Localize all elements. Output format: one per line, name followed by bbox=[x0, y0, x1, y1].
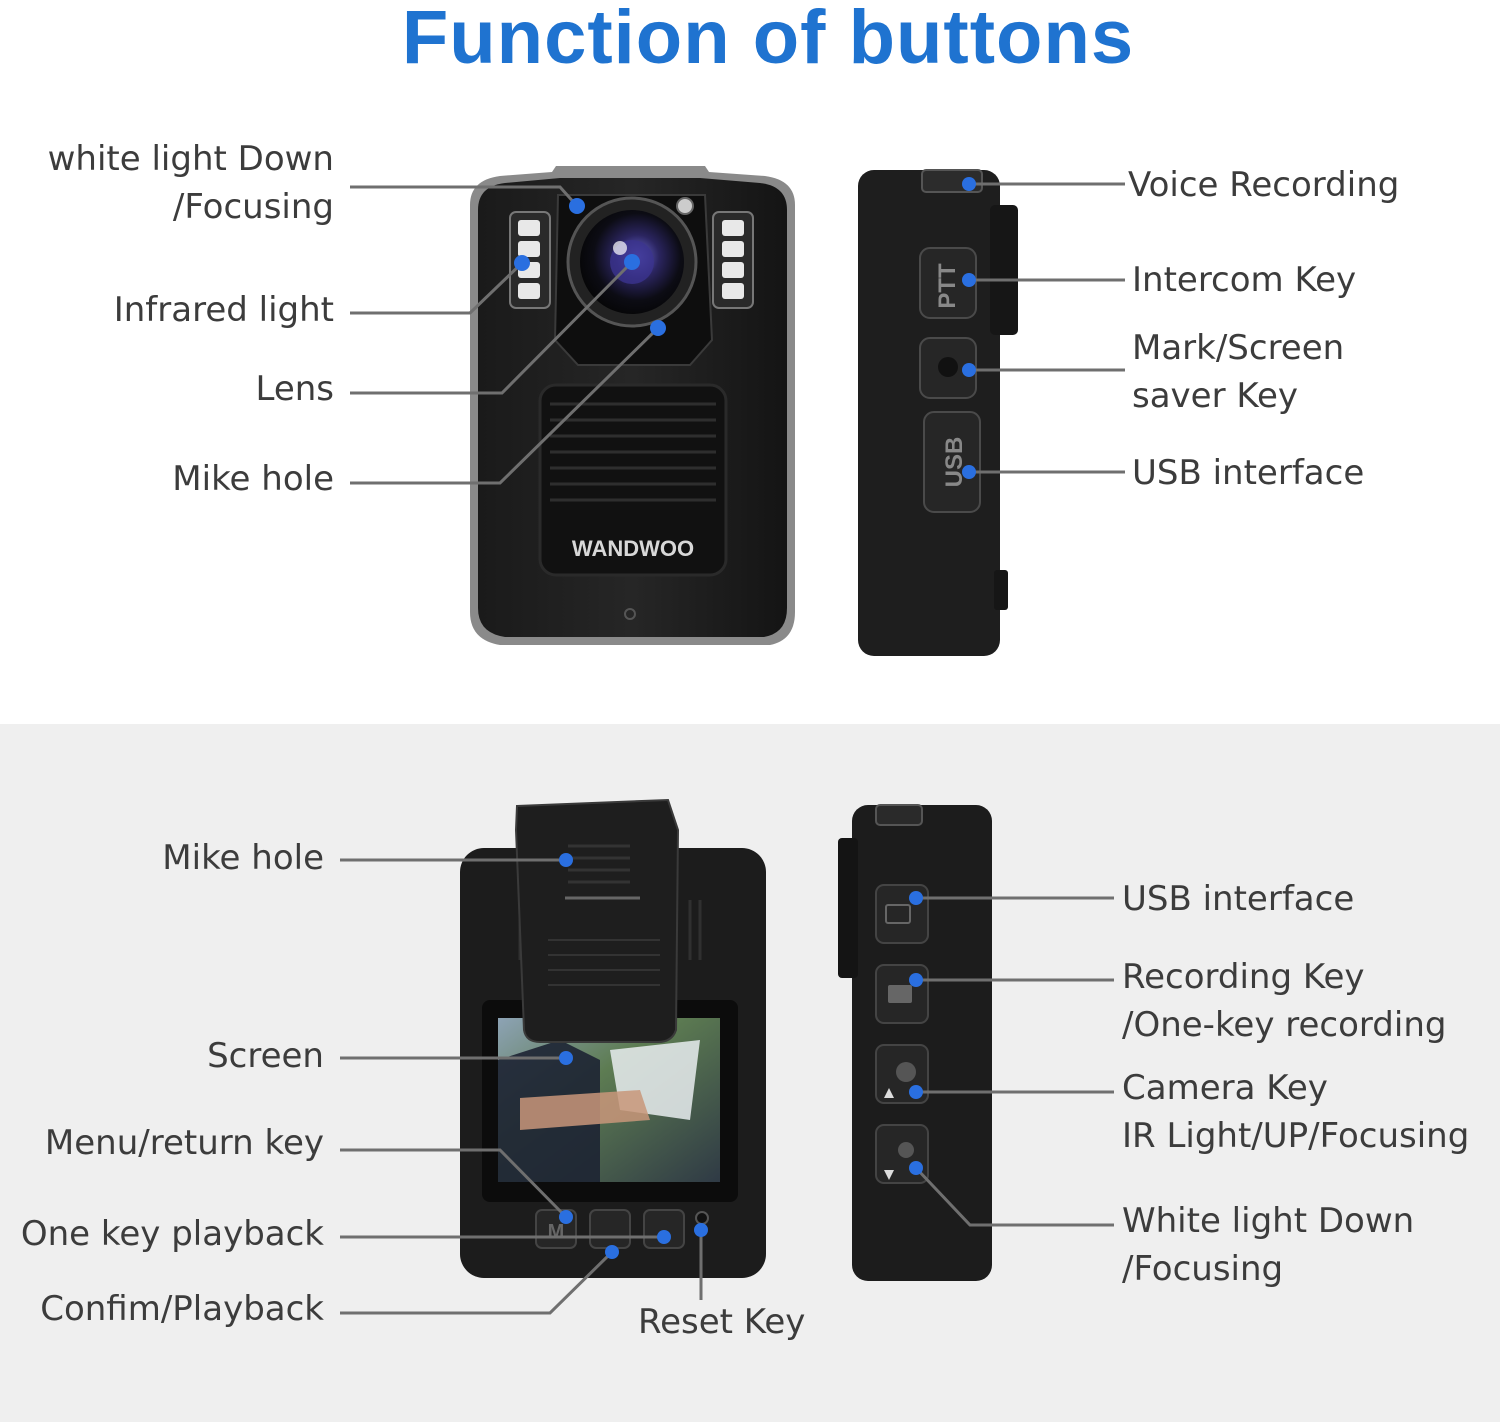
brand-logo: WANDWOO bbox=[572, 536, 694, 561]
label-menu-return-key: Menu/return key bbox=[44, 1123, 324, 1163]
page-title: Function of buttons bbox=[401, 0, 1135, 80]
usb-port bbox=[923, 411, 981, 513]
label-screen: Screen bbox=[207, 1036, 324, 1076]
label-ir-light-up-focusing: IR Light/UP/Focusing bbox=[1122, 1116, 1470, 1156]
usb-port-text: USB bbox=[941, 437, 968, 488]
front-mic-pin bbox=[624, 608, 636, 620]
callout-lines bbox=[340, 182, 1125, 1315]
infrared-light-right bbox=[712, 211, 754, 309]
label-white-light-focusing: /Focusing bbox=[172, 187, 334, 227]
confirm-key bbox=[589, 1209, 631, 1249]
label-recording-key: Recording Key bbox=[1122, 957, 1365, 997]
label-white-light-down: white light Down bbox=[47, 139, 334, 179]
label-usb-interface-top: USB interface bbox=[1132, 453, 1365, 493]
label-mark-screen: Mark/Screen bbox=[1132, 328, 1345, 368]
label-confirm-playback: Confim/Playback bbox=[40, 1289, 324, 1329]
ptt-key-text: PTT bbox=[934, 263, 961, 309]
label-one-key-playback: One key playback bbox=[20, 1214, 324, 1254]
label-usb-interface-bottom: USB interface bbox=[1122, 879, 1355, 919]
front-camera: WANDWOO bbox=[470, 166, 795, 645]
side-camera-top: PTT USB bbox=[858, 169, 1018, 656]
menu-key-text: M bbox=[548, 1221, 565, 1243]
label-lens: Lens bbox=[255, 369, 334, 409]
callout-dots bbox=[514, 177, 976, 1259]
label-voice-recording: Voice Recording bbox=[1128, 165, 1400, 205]
reset-hole bbox=[695, 1211, 709, 1225]
label-saver-key: saver Key bbox=[1132, 376, 1299, 416]
label-one-key-recording: /One-key recording bbox=[1122, 1005, 1447, 1045]
grille bbox=[550, 402, 716, 502]
light-sensor bbox=[676, 197, 694, 215]
label-camera-key: Camera Key bbox=[1122, 1068, 1328, 1108]
label-infrared-light: Infrared light bbox=[113, 290, 334, 330]
back-camera: M bbox=[460, 798, 766, 1278]
label-focusing-bottom: /Focusing bbox=[1122, 1249, 1284, 1289]
side-camera-bottom bbox=[838, 804, 992, 1281]
label-reset-key: Reset Key bbox=[638, 1302, 806, 1342]
label-white-light-down-bottom: White light Down bbox=[1122, 1201, 1415, 1241]
ptt-key bbox=[919, 247, 977, 319]
label-mike-hole-back: Mike hole bbox=[162, 838, 324, 878]
label-mike-hole-front: Mike hole bbox=[172, 459, 334, 499]
front-panel bbox=[538, 383, 728, 577]
label-intercom-key: Intercom Key bbox=[1132, 260, 1357, 300]
